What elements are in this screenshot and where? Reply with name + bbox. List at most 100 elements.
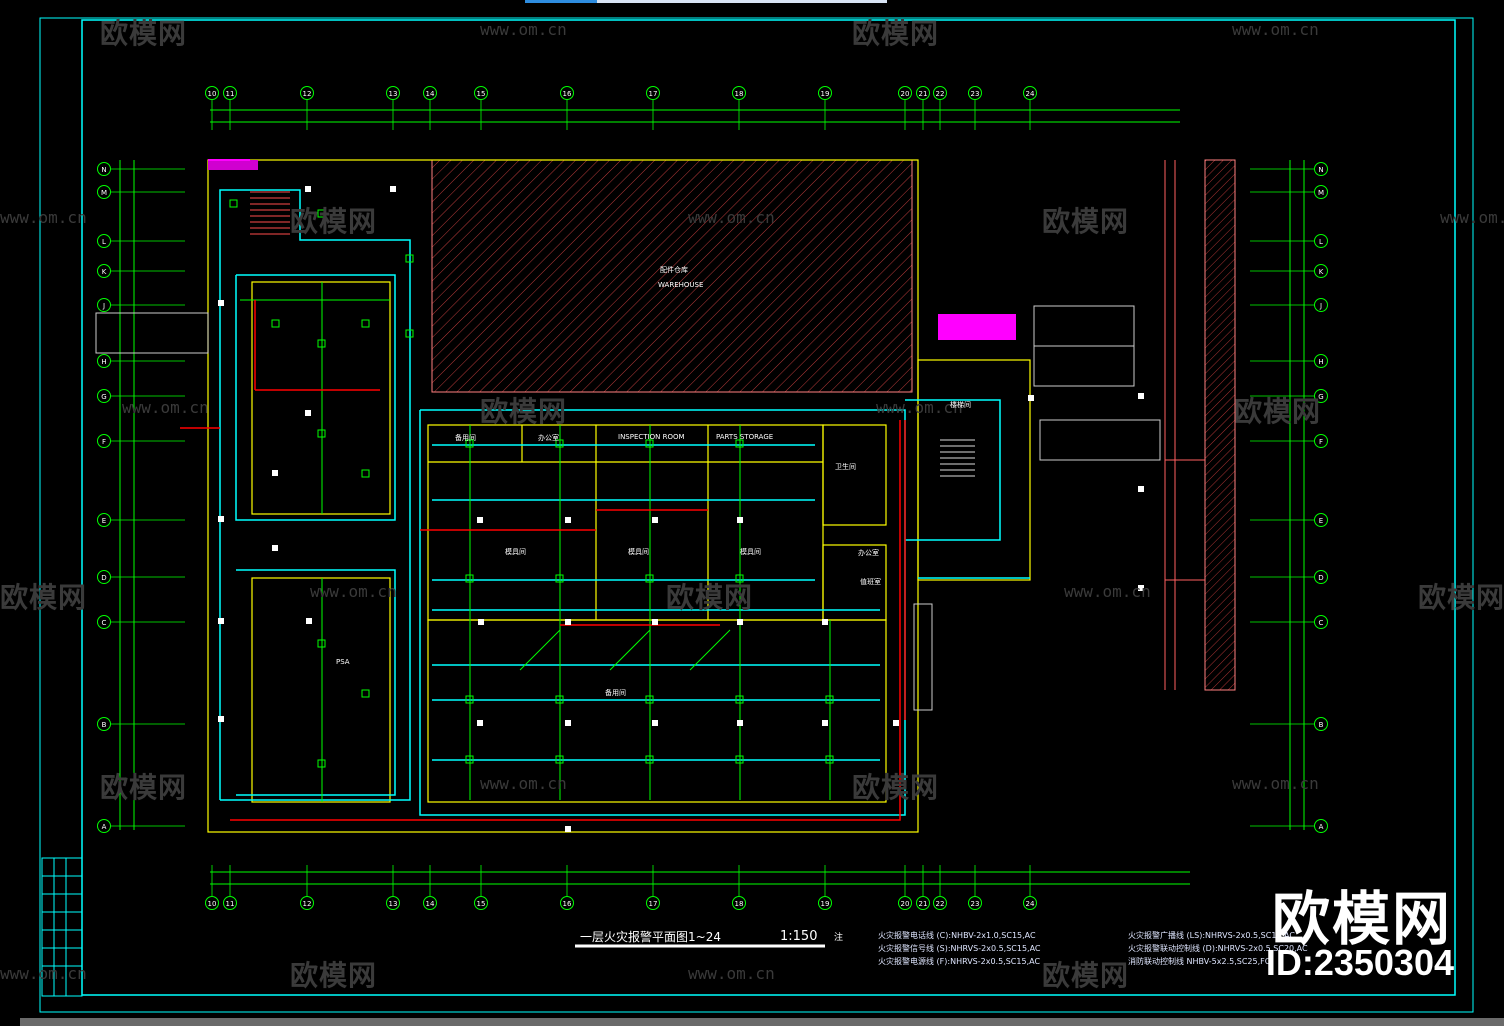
axis-top-bubble	[1023, 86, 1037, 100]
top-tab-accent	[525, 0, 597, 3]
axis-left-bubble	[97, 570, 111, 584]
watermark-url: www.om.cn	[310, 582, 397, 601]
axis-bottom-bubble	[386, 896, 400, 910]
axis-bottom-bubble	[933, 896, 947, 910]
inner-frame	[81, 19, 1456, 996]
room-mold-1: 模具间	[505, 548, 526, 556]
title-block	[41, 857, 83, 997]
axis-bottom-label: 12	[303, 900, 312, 908]
axis-right-bubble	[1314, 513, 1328, 527]
axis-left-label: B	[102, 721, 107, 729]
axis-top-bubble	[968, 86, 982, 100]
axis-bottom-label: 10	[208, 900, 217, 908]
axis-bottom-label: 13	[389, 900, 398, 908]
warehouse-hatch[interactable]	[431, 159, 913, 393]
axis-top-label: 24	[1026, 90, 1035, 98]
axis-top-label: 19	[821, 90, 830, 98]
room-inspection: INSPECTION ROOM	[618, 433, 685, 441]
axis-top-bubble	[732, 86, 746, 100]
stair-treads	[250, 191, 290, 235]
legend-item: 火灾报警信号线 (S):NHRVS-2x0.5,SC15,AC	[878, 944, 1041, 953]
axis-bottom-label: 19	[821, 900, 830, 908]
axis-bottom-label: 20	[901, 900, 910, 908]
watermark-logo: 欧模网	[1234, 395, 1322, 428]
watermark-url: www.om.cn	[1440, 208, 1504, 227]
room-toilet: 卫生间	[835, 463, 856, 471]
note-label: 注	[834, 933, 844, 943]
watermark-logo: 欧模网	[1418, 581, 1504, 614]
warehouse-label-en: WAREHOUSE	[658, 281, 704, 289]
legend-box-left	[95, 312, 209, 354]
axis-left-bubble	[97, 234, 111, 248]
legend-item: 火灾报警电话线 (C):NHBV-2x1.0,SC15,AC	[878, 931, 1036, 940]
manual-call-points[interactable]	[229, 199, 834, 768]
legend-box-right-3	[1039, 419, 1161, 461]
right-strip-hatch	[1204, 159, 1236, 691]
legend-item: 火灾报警电源线 (F):NHRVS-2x0.5,SC15,AC	[878, 957, 1041, 966]
axis-left-label: C	[102, 619, 107, 627]
axis-top-label: 15	[477, 90, 486, 98]
axis-right-label: D	[1318, 574, 1323, 582]
axis-right-label: A	[1319, 823, 1324, 831]
axis-right-bubble	[1314, 717, 1328, 731]
axis-left-bubble	[97, 298, 111, 312]
axis-bottom-bubble	[423, 896, 437, 910]
axis-left-bubble	[97, 717, 111, 731]
axis-bottom-label: 11	[226, 900, 235, 908]
axis-right-bubble	[1314, 162, 1328, 176]
top-tab-bar	[525, 0, 887, 3]
axis-top-bubble	[423, 86, 437, 100]
outer-frame	[39, 17, 1474, 1013]
axis-bottom-bubble	[898, 896, 912, 910]
axis-top-label: 23	[971, 90, 980, 98]
axis-bottom-bubble	[205, 896, 219, 910]
watermark-logo: 欧模网	[290, 205, 378, 238]
axis-right-bubble	[1314, 615, 1328, 629]
room-stair: 楼梯间	[950, 401, 971, 409]
axis-right-bubble	[1314, 354, 1328, 368]
watermark-url: www.om.cn	[688, 964, 775, 983]
smoke-detectors[interactable]	[218, 186, 1144, 832]
axis-left-bubble	[97, 162, 111, 176]
axis-top-label: 21	[919, 90, 928, 98]
axis-bottom-bubble	[1023, 896, 1037, 910]
axis-left-bubble	[97, 389, 111, 403]
axis-left-label: A	[102, 823, 107, 831]
axis-left-label: E	[102, 517, 106, 525]
axis-bottom-bubble	[732, 896, 746, 910]
axis-right-bubble	[1314, 234, 1328, 248]
axis-right-label: C	[1319, 619, 1324, 627]
legend-item: 火灾报警广播线 (LS):NHRVS-2x0.5,SC15,AC	[1128, 931, 1295, 940]
device-lines	[240, 282, 831, 802]
axis-left-bubble	[97, 354, 111, 368]
axis-right-bubble	[1314, 264, 1328, 278]
bottom-dimension-lines	[210, 871, 1190, 885]
bottom-strip	[20, 1018, 1504, 1026]
stair-treads-right	[940, 439, 975, 477]
axis-left-bubble	[97, 615, 111, 629]
watermark-url: www.om.cn	[876, 398, 963, 417]
watermark-logo: 欧模网	[1042, 205, 1130, 238]
axis-top-label: 18	[735, 90, 744, 98]
axis-left-label: K	[102, 268, 107, 276]
axis-right-label: J	[1319, 302, 1322, 310]
axis-bottom-label: 18	[735, 900, 744, 908]
axis-top-label: 11	[226, 90, 235, 98]
stair-magenta	[938, 314, 1016, 340]
axis-top-label: 14	[426, 90, 435, 98]
axis-bottom-label: 23	[971, 900, 980, 908]
building-walls	[207, 159, 1031, 833]
watermark-url: www.om.cn	[1232, 20, 1319, 39]
signal-routing	[219, 189, 1030, 816]
room-mold-2: 模具间	[628, 548, 649, 556]
watermark-logo: 欧模网	[290, 959, 378, 992]
axis-left-bubble	[97, 819, 111, 833]
room-office-2: 办公室	[858, 549, 879, 557]
watermark-url: www.om.cn	[0, 208, 87, 227]
axis-bottom-label: 14	[426, 900, 435, 908]
axis-right-label: N	[1318, 166, 1323, 174]
room-standby-2: 备用间	[605, 689, 626, 697]
